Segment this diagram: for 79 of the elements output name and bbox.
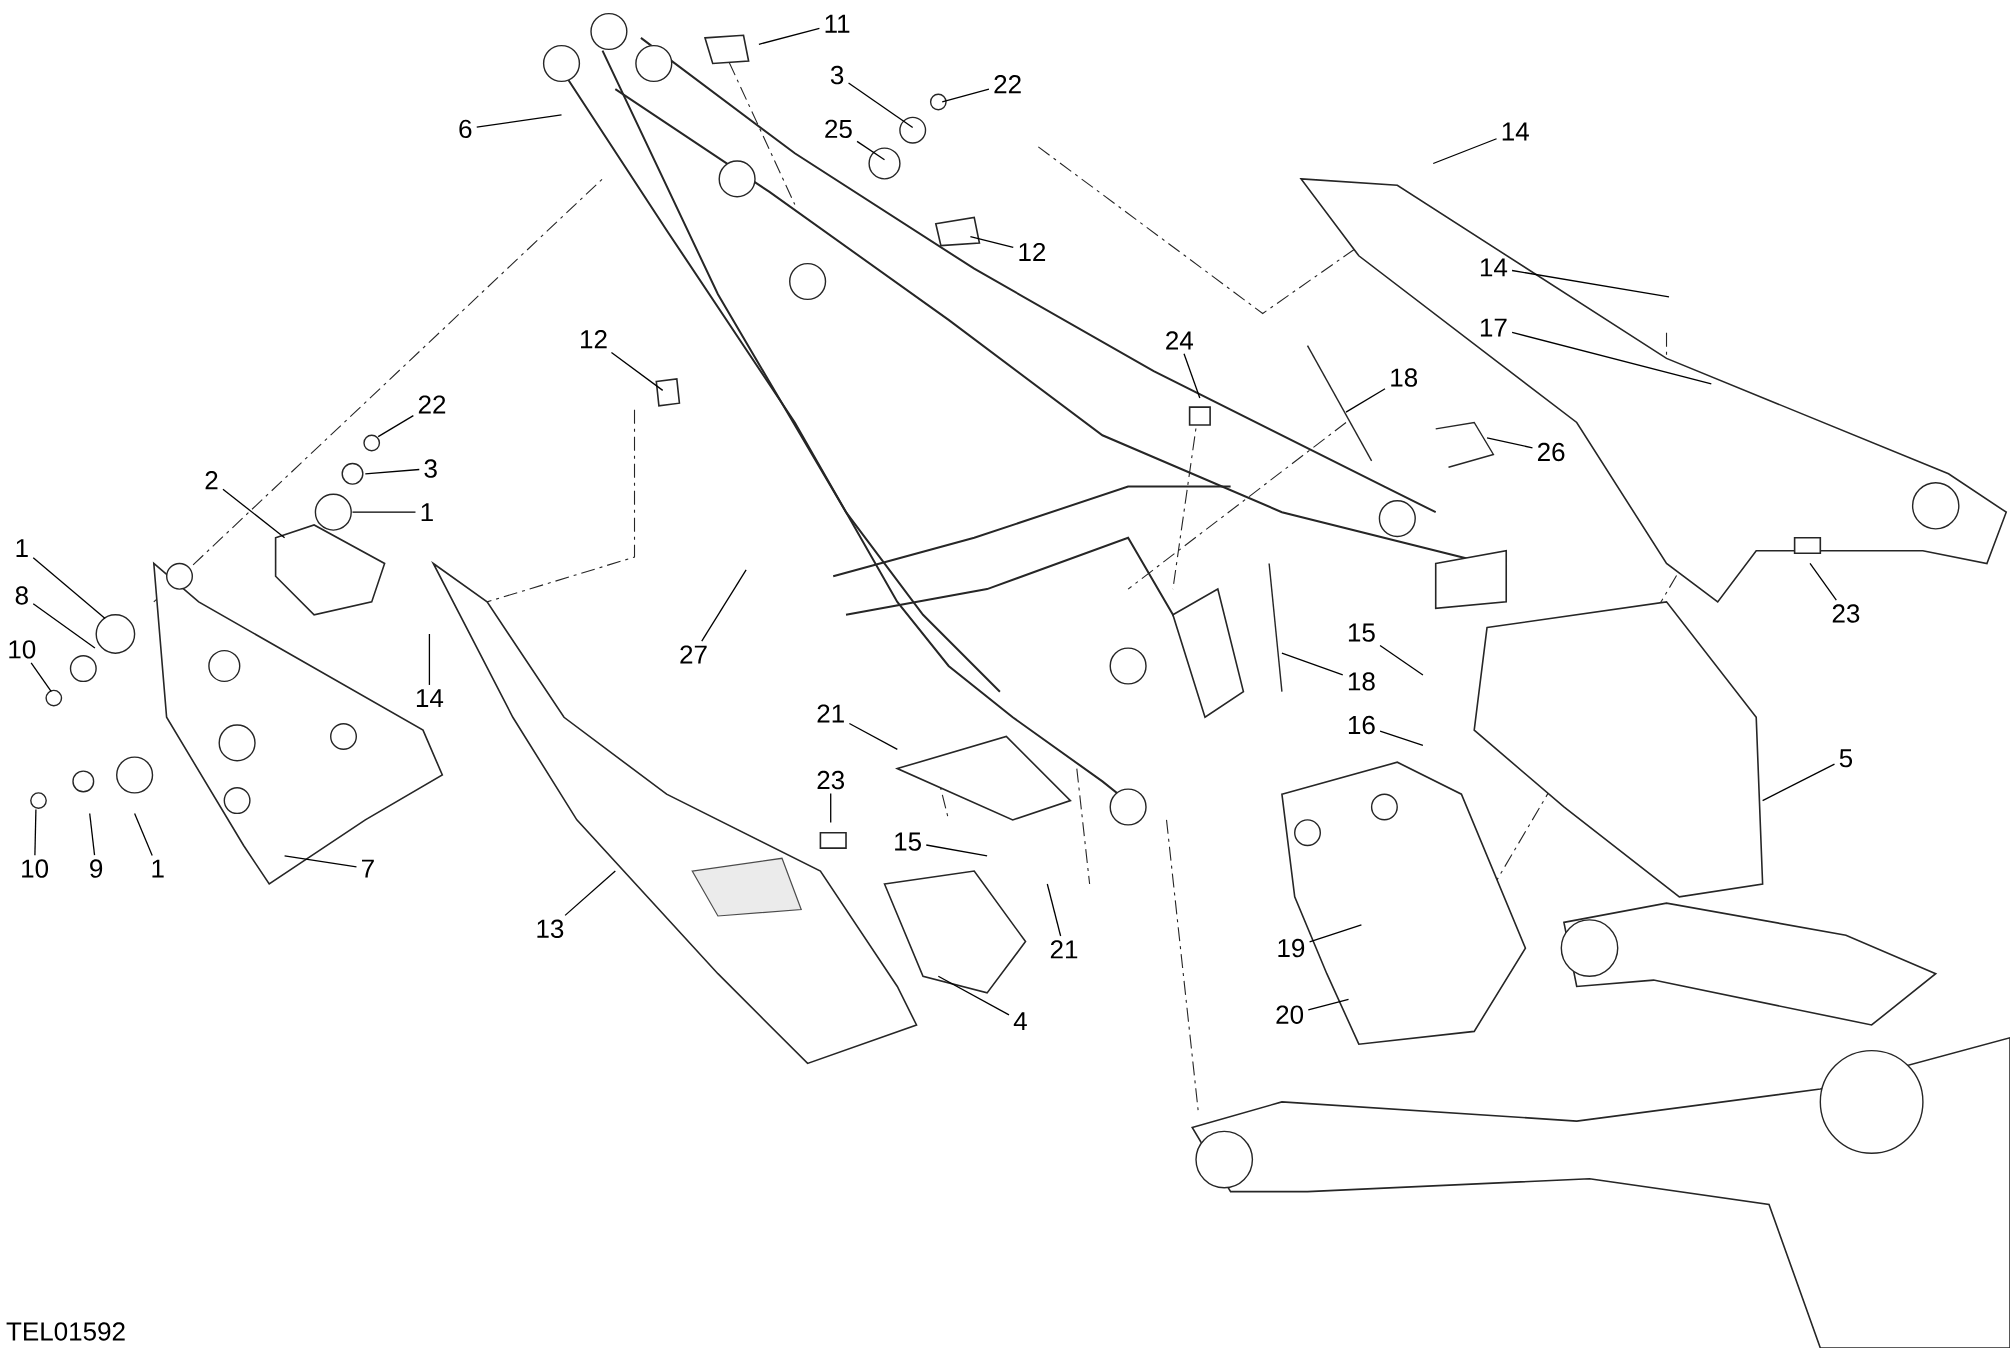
leader-line xyxy=(847,82,914,129)
callout-number: 6 xyxy=(459,119,472,139)
leader-line xyxy=(969,235,1014,248)
leader-line xyxy=(428,633,431,686)
leader-line xyxy=(30,662,52,693)
callout-number: 14 xyxy=(416,689,444,708)
callout-number: 23 xyxy=(1832,604,1860,623)
callout-number: 5 xyxy=(1839,749,1853,768)
callout-number: 22 xyxy=(418,395,446,414)
callout-number: 1 xyxy=(16,539,28,558)
leader-line xyxy=(941,88,990,103)
leader-line xyxy=(1046,883,1062,937)
leader-line xyxy=(856,140,886,161)
leader-line xyxy=(1307,998,1350,1011)
callout-number: 15 xyxy=(1348,623,1375,642)
callout-number: 14 xyxy=(1480,258,1508,277)
callout-number: 23 xyxy=(817,770,844,790)
leader-line xyxy=(1281,652,1344,676)
callout-number: 27 xyxy=(680,645,707,664)
callout-number: 26 xyxy=(1537,442,1565,462)
callout-number: 1 xyxy=(152,859,164,878)
callout-number: 18 xyxy=(1391,368,1418,387)
drawing-code: TEL01592 xyxy=(6,1322,125,1341)
leader-line xyxy=(1511,331,1712,385)
leader-line xyxy=(925,844,988,857)
callout-number: 12 xyxy=(1019,242,1046,262)
callout-number: 4 xyxy=(1013,1012,1027,1031)
leader-line xyxy=(758,27,821,45)
leader-line xyxy=(701,569,747,642)
callout-number: 22 xyxy=(994,75,1021,94)
leader-line xyxy=(1511,269,1670,298)
callout-number: 19 xyxy=(1278,938,1305,958)
callout-number: 24 xyxy=(1166,331,1193,350)
callout-number: 10 xyxy=(22,859,49,878)
leader-line xyxy=(1183,353,1201,399)
leader-line xyxy=(377,414,414,438)
callout-number: 21 xyxy=(817,704,844,723)
leader-line xyxy=(1486,437,1534,449)
callout-number: 8 xyxy=(15,586,28,605)
callout-number: 3 xyxy=(424,459,437,478)
leader-line xyxy=(89,812,96,856)
leader-line xyxy=(222,488,286,539)
callout-number: 20 xyxy=(1276,1005,1304,1024)
callout-number: 9 xyxy=(90,859,103,878)
callout-number: 3 xyxy=(830,65,844,85)
leader-line xyxy=(937,975,1010,1016)
leader-line xyxy=(32,603,96,649)
leader-line xyxy=(32,557,106,620)
leader-line xyxy=(1379,644,1424,676)
leader-line xyxy=(830,792,832,824)
callout-number: 16 xyxy=(1348,715,1375,735)
leader-line xyxy=(364,468,420,475)
callout-number: 17 xyxy=(1480,318,1507,337)
leader-line xyxy=(133,812,153,857)
leader-line xyxy=(283,855,358,868)
leader-line xyxy=(1345,388,1386,413)
callout-number: 1 xyxy=(421,503,433,522)
leader-line xyxy=(610,351,664,392)
callout-number: 12 xyxy=(581,330,607,349)
leader-line xyxy=(1308,924,1363,943)
callout-number: 15 xyxy=(895,832,921,851)
leader-line xyxy=(1761,763,1836,802)
leader-line xyxy=(1432,138,1498,165)
callout-number: 14 xyxy=(1502,122,1529,141)
leader-line xyxy=(564,870,616,917)
leader-line xyxy=(351,511,417,513)
callout-number: 18 xyxy=(1348,672,1375,691)
callout-number: 10 xyxy=(9,640,36,659)
leader-line xyxy=(1379,730,1424,747)
leader-line xyxy=(34,808,37,856)
callout-number: 25 xyxy=(825,119,852,139)
leader-line xyxy=(848,722,898,751)
callout-number: 11 xyxy=(825,14,850,33)
leader-line xyxy=(476,114,563,128)
leader-line xyxy=(1809,562,1837,601)
callout-number: 21 xyxy=(1050,940,1078,959)
callout-number: 13 xyxy=(537,919,564,938)
callout-number: 2 xyxy=(205,471,218,490)
callout-number: 7 xyxy=(362,859,374,878)
